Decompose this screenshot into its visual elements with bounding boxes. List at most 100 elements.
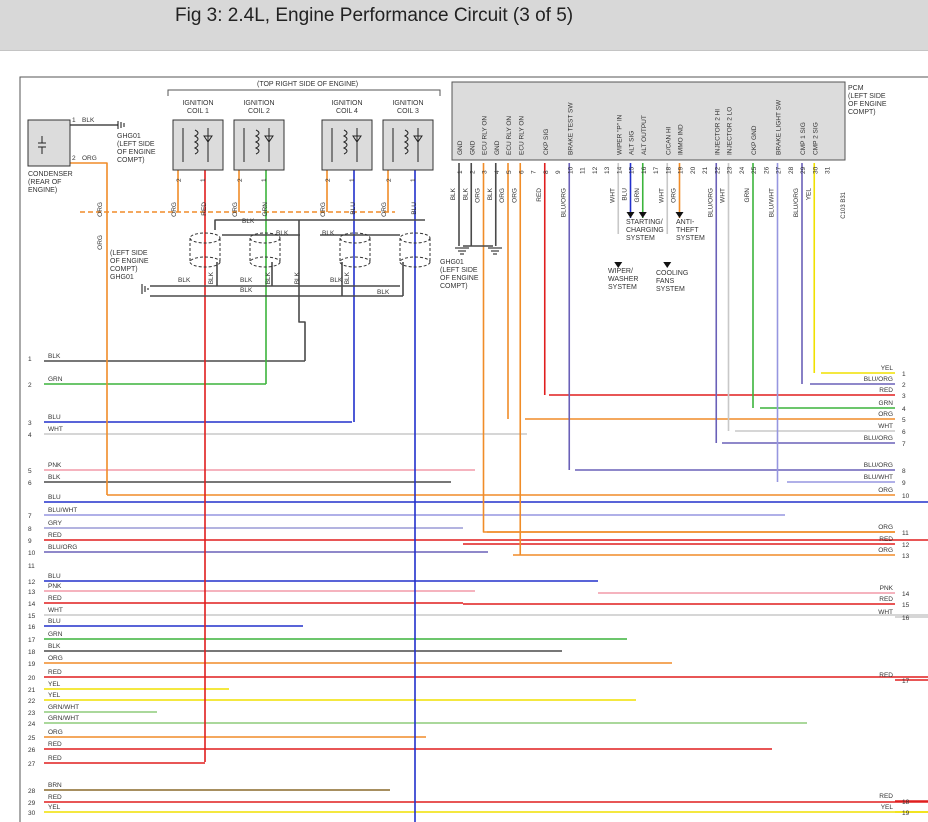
right-row-wire-label: PNK (880, 585, 894, 592)
coil-label: IGNITION (331, 100, 362, 107)
right-row-number: 13 (902, 553, 910, 560)
left-row-wire-label: YEL (48, 804, 61, 811)
starting-charging-system-label: CHARGING (626, 227, 664, 234)
coil-pin-wire: ORG (381, 202, 388, 217)
cooling-fans-system-label: FANS (656, 278, 675, 285)
pcm-pin-signal: ECU RLY ON (506, 116, 513, 155)
pcm-pin-wire: GRN (744, 188, 751, 203)
pcm-pin-signal: C/CAN HI (665, 126, 672, 155)
blk-wire-label: BLK (178, 277, 191, 284)
pcm-module (451, 81, 846, 161)
pcm-pin-number: 1 (457, 170, 464, 174)
arrow-down-icon (626, 212, 635, 218)
pcm-label: (LEFT SIDE (848, 93, 886, 100)
top-section-bracket (167, 89, 441, 96)
left-row-wire-label: RED (48, 794, 62, 801)
right-row-number: 9 (902, 480, 906, 487)
left-row-wire-label: GRN (48, 376, 63, 383)
pcm-ground-label: COMPT) (440, 283, 468, 290)
pcm-pin-wire: ORG (475, 188, 482, 203)
left-row-wire-label: BLU (48, 414, 61, 421)
condenser (27, 119, 71, 167)
cooling-fans-system-label: COOLING (656, 270, 688, 277)
left-row-number: 25 (28, 735, 36, 742)
right-row-number: 3 (902, 393, 906, 400)
wiper-washer-system-label: WASHER (608, 276, 638, 283)
right-row-wire-label: ORG (878, 547, 893, 554)
pcm-pin-wire: WHT (658, 188, 665, 203)
pcm-pin-number: 16 (641, 166, 648, 174)
coil-label: IGNITION (392, 100, 423, 107)
condenser-label: (REAR OF (28, 179, 61, 186)
pcm-pin-wire: WHT (720, 188, 727, 203)
condenser-ground-label: GHG01 (117, 133, 141, 140)
pcm-pin-signal: GND (469, 140, 476, 155)
pcm-ground-label: (LEFT SIDE (440, 267, 478, 274)
right-row-number: 18 (902, 799, 910, 806)
left-row-wire-label: BLU (48, 573, 61, 580)
pcm-pin-signal: ALT SIG (629, 131, 636, 155)
blk-wire-label: BLK (377, 289, 390, 296)
right-row-wire-label: ORG (878, 487, 893, 494)
right-row-wire-label: RED (879, 387, 893, 394)
blk-wire-label: BLK (265, 271, 272, 284)
blk-wire-label: BLK (330, 277, 343, 284)
condenser-label: ENGINE) (28, 187, 57, 194)
condenser-ground-label: OF ENGINE (117, 149, 156, 156)
left-row-number: 7 (28, 513, 32, 520)
wiper-washer-system-label: WIPER/ (608, 268, 633, 275)
pcm-pin-signal: GND (457, 140, 464, 155)
left-row-number: 16 (28, 624, 36, 631)
left-row-number: 12 (28, 579, 36, 586)
pcm-pin-signal: ALT OUTPUT (641, 115, 648, 155)
coil-pin-number: 2 (176, 178, 183, 182)
condenser-label: CONDENSER (28, 171, 73, 178)
coil-pin-number: 2 (237, 178, 244, 182)
condenser-ground-label: COMPT) (117, 157, 145, 164)
coil-label: COIL 1 (187, 108, 209, 115)
right-row-wire-label: BLU/ORG (864, 376, 893, 383)
right-row-wire-label: BLU/ORG (864, 462, 893, 469)
coil-winding-icon (331, 128, 362, 162)
pcm-pin-number: 5 (506, 170, 513, 174)
left-row-number: 15 (28, 613, 36, 620)
left-row-number: 18 (28, 649, 36, 656)
right-row-number: 11 (902, 530, 909, 537)
left-row-wire-label: BLU (48, 494, 61, 501)
capacitor-icon (38, 136, 46, 154)
left-row-number: 11 (28, 563, 35, 570)
components (27, 81, 846, 294)
left-row-number: 27 (28, 761, 36, 768)
coil-pin-number: 2 (325, 178, 332, 182)
pcm-pin-number: 10 (567, 166, 574, 174)
coil-label: COIL 3 (397, 108, 419, 115)
blk-wire-label: BLK (294, 271, 301, 284)
pcm-pin-number: 13 (604, 166, 611, 174)
left-row-number: 8 (28, 526, 32, 533)
pcm-pin-wire: BLK (462, 187, 469, 200)
condenser-feed-wire (70, 162, 108, 495)
right-row-number: 5 (902, 417, 906, 424)
left-row-wire-label: RED (48, 741, 62, 748)
blk-wire-label: BLK (276, 230, 289, 237)
pcm-pin-number: 3 (482, 170, 489, 174)
left-row-wire-label: BLK (48, 353, 61, 360)
pcm-pin-number: 11 (580, 167, 587, 174)
pcm-pin-number: 17 (653, 166, 660, 174)
right-row-number: 10 (902, 493, 910, 500)
pcm-pin-number: 14 (616, 166, 623, 174)
pcm-label: COMPT) (848, 109, 876, 116)
pcm-pin-number: 4 (494, 170, 501, 174)
pcm-pin-number: 26 (763, 166, 770, 174)
shield-drain-wire (214, 219, 425, 230)
left-row-wire-label: RED (48, 532, 62, 539)
coil-pin-number: 2 (386, 178, 393, 182)
coil-label: COIL 2 (248, 108, 270, 115)
pcm-pin-number: 6 (518, 170, 525, 174)
pcm-pin-number: 31 (825, 166, 832, 174)
left-row-number: 5 (28, 468, 32, 475)
starting-charging-system-label: SYSTEM (626, 235, 655, 242)
pcm-connector-label: C103 B31 (841, 191, 847, 218)
condenser-ground-label: (LEFT SIDE (117, 141, 155, 148)
right-row-wire-label: RED (879, 793, 893, 800)
